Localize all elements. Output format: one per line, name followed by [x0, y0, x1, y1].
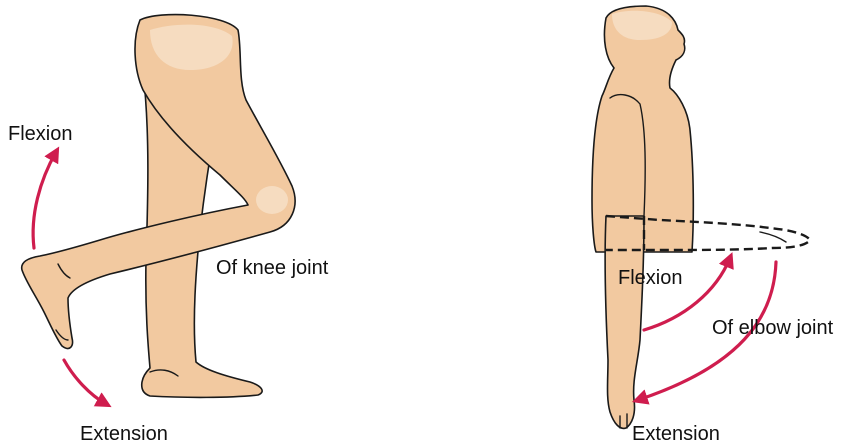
knee-extension-label: Extension [80, 423, 168, 444]
elbow-extension-label: Extension [632, 423, 720, 444]
hanging-arm [605, 216, 644, 428]
knee-flexion-arrow [33, 152, 56, 248]
knee-extension-arrow [64, 360, 106, 404]
knee-flexion-label: Flexion [8, 123, 72, 145]
elbow-flexion-label: Flexion [618, 267, 682, 289]
elbow-illustration: Flexion Of elbow joint Extension [592, 6, 834, 444]
knee-joint-label: Of knee joint [216, 257, 329, 279]
knee-illustration: Flexion Of knee joint Extension [8, 15, 329, 444]
elbow-joint-label: Of elbow joint [712, 317, 834, 339]
